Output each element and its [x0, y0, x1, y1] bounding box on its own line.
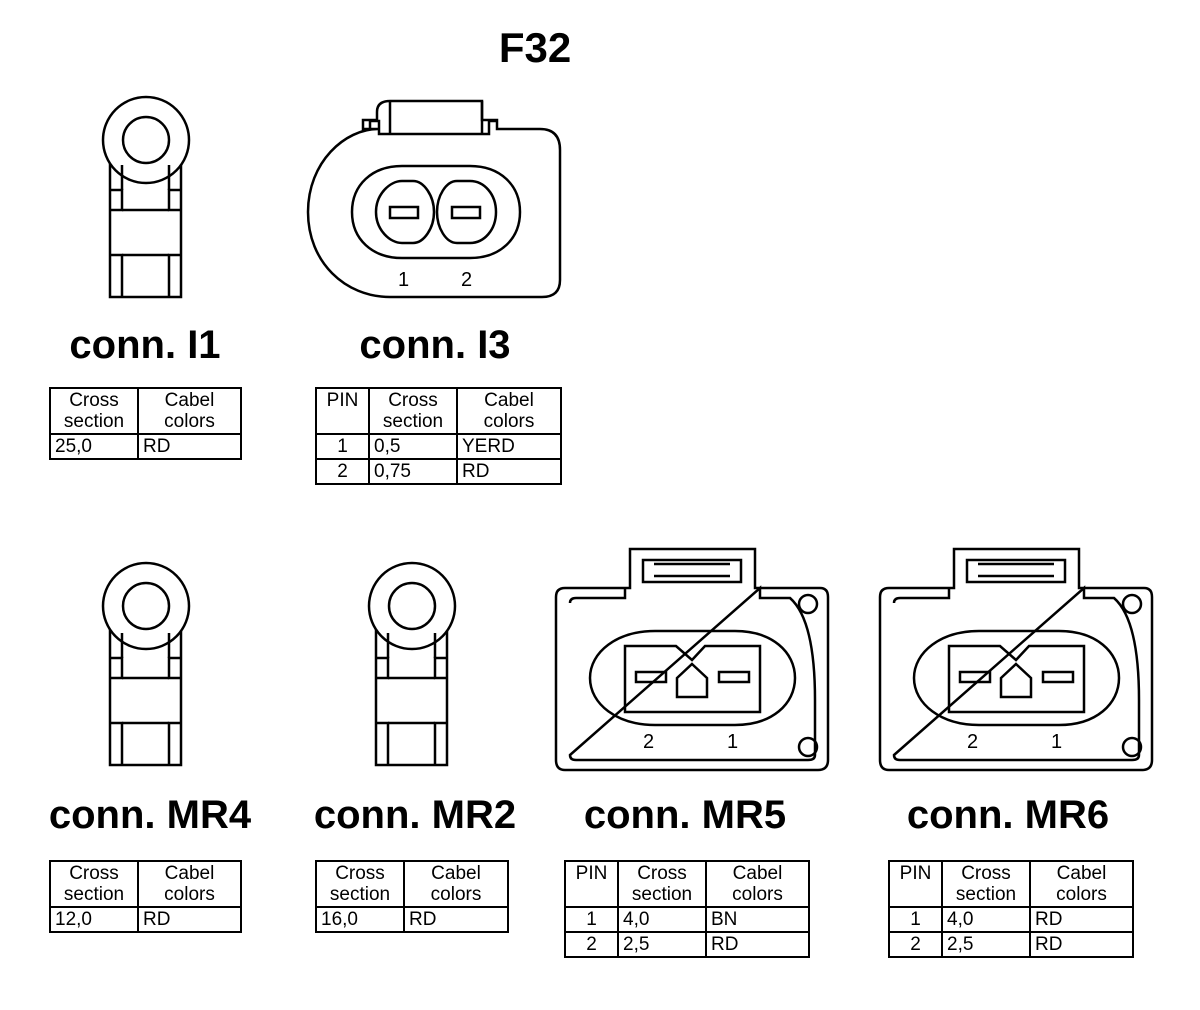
header-cabel: Cabel	[732, 863, 783, 884]
header-cross: Cross	[69, 390, 119, 411]
table-row: 2 2,5 RD	[888, 931, 1134, 958]
header-pin: PIN	[888, 860, 943, 908]
cross-section-value: 4,0	[617, 906, 707, 933]
header-colors: colors	[164, 411, 215, 432]
header-section: section	[63, 884, 125, 905]
cross-section-value: 4,0	[941, 906, 1031, 933]
cross-section-value: 2,5	[617, 931, 707, 958]
two-pin-housing-mr5-icon	[554, 547, 830, 772]
header-cross: Cross	[388, 390, 438, 411]
table-row: 25,0 RD	[49, 433, 242, 460]
header-section: section	[382, 411, 444, 432]
cable-color-value: BN	[705, 906, 810, 933]
header-cross: Cross	[637, 863, 687, 884]
i3-pin-label-2: 2	[461, 269, 472, 291]
table-row: 2 0,75 RD	[315, 458, 562, 485]
header-section: section	[63, 411, 125, 432]
pin-value: 2	[315, 458, 370, 485]
cross-section-value: 25,0	[49, 433, 139, 460]
two-pin-housing-mr6-icon	[878, 547, 1154, 772]
header-cabel: Cabel	[431, 863, 481, 884]
header-cross: Cross	[69, 863, 119, 884]
header-section: section	[955, 884, 1017, 905]
cross-section-value: 0,75	[368, 458, 458, 485]
diagram-title: F32	[498, 24, 572, 71]
cable-color-value: YERD	[456, 433, 562, 460]
conn-mr6-label: conn. MR6	[906, 793, 1110, 837]
header-section: section	[631, 884, 693, 905]
pin-value: 1	[564, 906, 619, 933]
header-cabel: Cabel	[164, 390, 215, 411]
table-row: 1 0,5 YERD	[315, 433, 562, 460]
cable-color-value: RD	[137, 433, 242, 460]
table-row: 1 4,0 RD	[888, 906, 1134, 933]
header-pin: PIN	[315, 387, 370, 435]
pin-value: 2	[564, 931, 619, 958]
cross-section-value: 12,0	[49, 906, 139, 933]
mr6-pin-label-2: 2	[967, 731, 978, 753]
pin-value: 1	[315, 433, 370, 460]
cable-color-value: RD	[137, 906, 242, 933]
table-row: 16,0 RD	[315, 906, 509, 933]
header-colors: colors	[430, 884, 482, 905]
cable-color-value: RD	[1029, 906, 1134, 933]
conn-i3-label: conn. I3	[359, 323, 511, 367]
cross-section-value: 16,0	[315, 906, 405, 933]
ring-terminal-mr4-icon	[101, 561, 191, 767]
conn-mr2-label: conn. MR2	[313, 793, 517, 837]
table-row: 12,0 RD	[49, 906, 242, 933]
header-cabel: Cabel	[484, 390, 534, 411]
conn-mr4-label: conn. MR4	[48, 793, 252, 837]
mr6-pin-label-1: 1	[1051, 731, 1062, 753]
ring-terminal-i1-icon	[101, 95, 191, 299]
header-section: section	[329, 884, 391, 905]
cable-color-value: RD	[456, 458, 562, 485]
mr5-pin-label-1: 1	[727, 731, 738, 753]
pin-value: 2	[888, 931, 943, 958]
table-row: 2 2,5 RD	[564, 931, 810, 958]
cable-color-value: RD	[1029, 931, 1134, 958]
cross-section-value: 2,5	[941, 931, 1031, 958]
conn-i1-label: conn. I1	[69, 323, 221, 367]
header-colors: colors	[732, 884, 783, 905]
header-colors: colors	[164, 884, 215, 905]
header-cross: Cross	[961, 863, 1011, 884]
header-colors: colors	[483, 411, 535, 432]
header-cabel: Cabel	[1056, 863, 1107, 884]
pin-value: 1	[888, 906, 943, 933]
header-cross: Cross	[335, 863, 385, 884]
table-row: 1 4,0 BN	[564, 906, 810, 933]
cross-section-value: 0,5	[368, 433, 458, 460]
header-pin: PIN	[564, 860, 619, 908]
conn-mr5-label: conn. MR5	[583, 793, 787, 837]
cable-color-value: RD	[705, 931, 810, 958]
header-cabel: Cabel	[164, 863, 215, 884]
mr5-pin-label-2: 2	[643, 731, 654, 753]
cable-color-value: RD	[403, 906, 509, 933]
header-colors: colors	[1056, 884, 1107, 905]
ring-terminal-mr2-icon	[367, 561, 457, 767]
two-pin-housing-i3-icon	[306, 99, 562, 299]
i3-pin-label-1: 1	[398, 269, 409, 291]
